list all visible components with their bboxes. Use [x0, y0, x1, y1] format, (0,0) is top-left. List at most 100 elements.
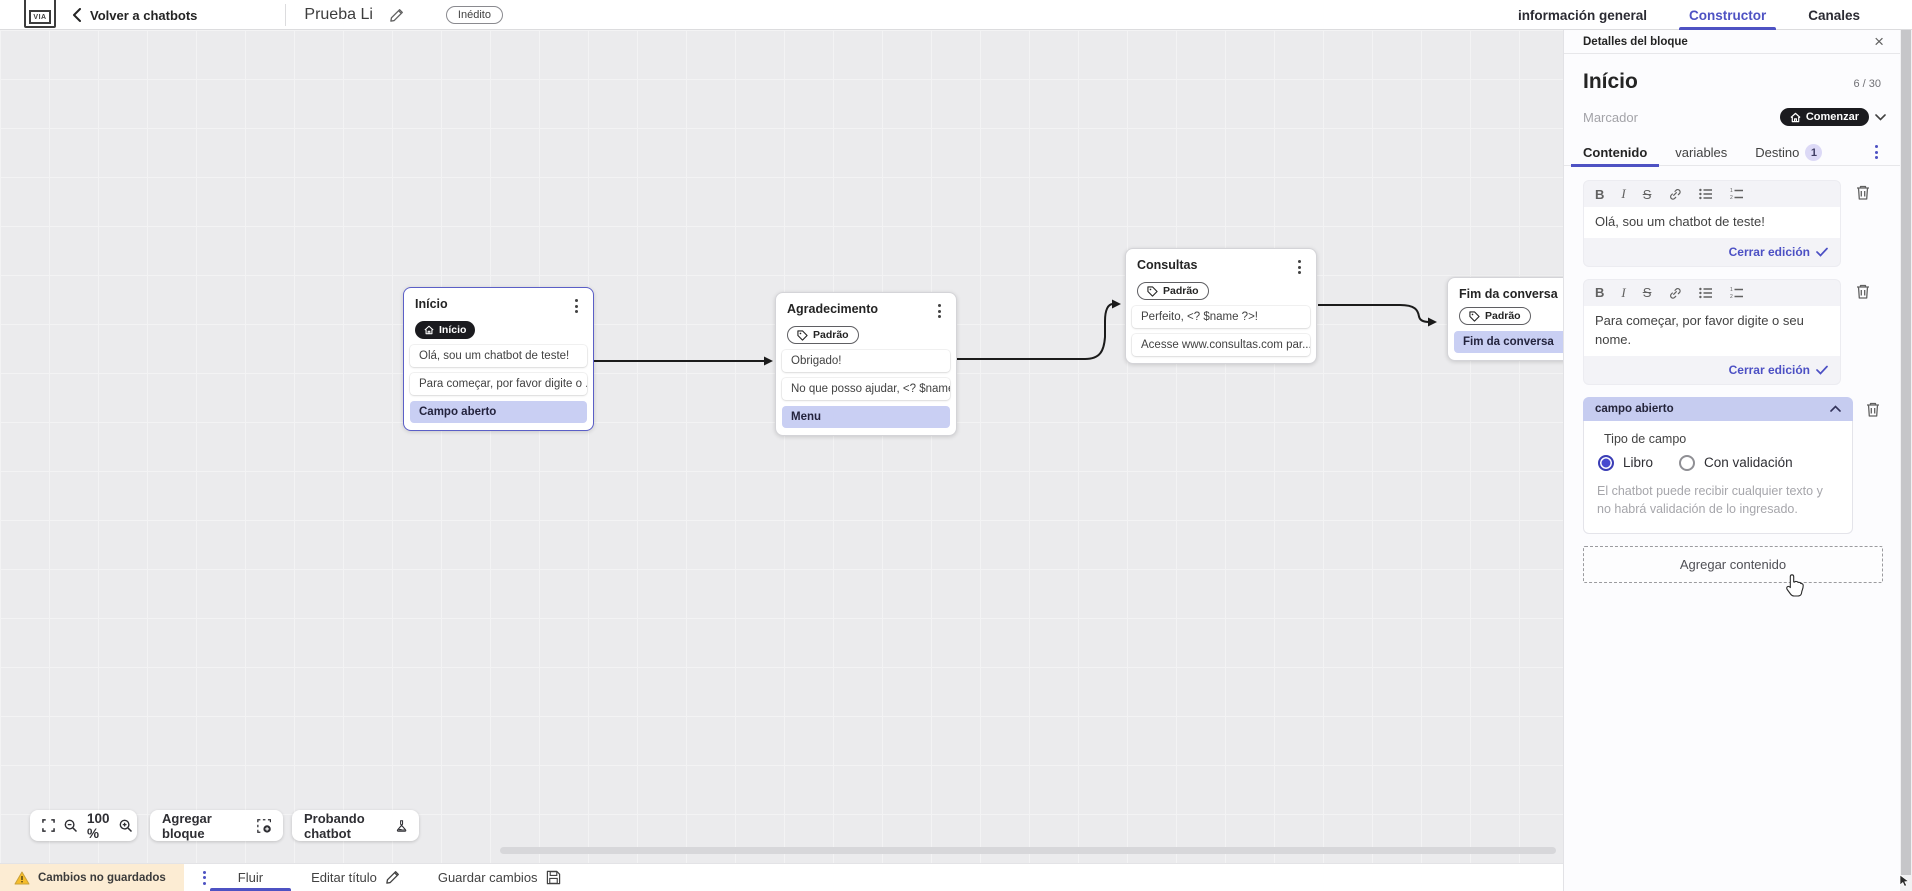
tab-constructor[interactable]: Constructor	[1678, 0, 1777, 30]
bullet-list-button[interactable]	[1699, 188, 1713, 200]
edit-title-button[interactable]: Editar título	[311, 870, 400, 885]
page-vertical-scrollbar[interactable]	[1900, 30, 1912, 891]
message-text-field[interactable]: Olá, sou um chatbot de teste!	[1584, 207, 1840, 238]
svg-text:1: 1	[1730, 188, 1733, 194]
bold-button[interactable]: B	[1595, 186, 1605, 202]
svg-text:1: 1	[1730, 287, 1733, 293]
flow-node-fim-da-conversa[interactable]: Fim da conversa Padrão Fim da conversa	[1447, 277, 1563, 361]
unsaved-changes-banner: Cambios no guardados	[0, 864, 184, 891]
tab-canales[interactable]: Canales	[1808, 7, 1860, 23]
node-content-card[interactable]: Para começar, por favor digite o ...	[410, 373, 587, 395]
flow-tab-menu-button[interactable]	[199, 869, 210, 887]
close-edit-button[interactable]: Cerrar edición	[1584, 238, 1840, 266]
add-block-button[interactable]: Agregar bloque	[150, 810, 283, 841]
add-block-label: Agregar bloque	[162, 810, 212, 841]
flow-connectors	[594, 299, 1437, 366]
flask-icon	[396, 819, 407, 832]
marker-value-chip[interactable]: Comenzar	[1779, 108, 1869, 126]
node-default-badge: Padrão	[1459, 307, 1531, 325]
chevron-up-icon	[1830, 405, 1841, 412]
node-menu-button[interactable]	[1294, 258, 1305, 276]
add-block-icon	[256, 818, 271, 833]
test-chatbot-button[interactable]: Probando chatbot	[292, 810, 419, 841]
delete-content-button[interactable]	[1855, 283, 1871, 300]
fit-screen-button[interactable]	[42, 819, 55, 832]
add-content-button[interactable]: Agregar contenido	[1583, 545, 1883, 583]
link-button[interactable]	[1668, 286, 1682, 300]
node-menu-button[interactable]	[571, 297, 582, 315]
save-icon	[546, 870, 560, 885]
node-content-card[interactable]: Acesse www.consultas.com par...	[1132, 334, 1310, 356]
radio-option-con-validacion[interactable]: Con validación	[1679, 454, 1793, 471]
edit-title-pencil-icon[interactable]	[389, 8, 404, 23]
node-title: Fim da conversa	[1459, 287, 1558, 301]
zoom-in-icon	[119, 819, 132, 832]
app-logo[interactable]: VIA	[24, 0, 56, 28]
node-content-card[interactable]: No que posso ajudar, <? $name ...	[782, 378, 950, 400]
italic-button[interactable]: I	[1621, 186, 1626, 201]
bullet-list-button[interactable]	[1699, 287, 1713, 299]
trash-icon	[1867, 402, 1879, 417]
bottom-bar: Cambios no guardados Fluir Editar título…	[0, 863, 1563, 891]
scrollbar-thumb[interactable]	[1901, 30, 1911, 875]
flow-canvas[interactable]: Início Início Olá, sou um chatbot de tes…	[0, 30, 1563, 863]
zoom-out-button[interactable]	[64, 819, 78, 833]
delete-open-field-button[interactable]	[1865, 401, 1881, 418]
strikethrough-button[interactable]: S	[1642, 186, 1652, 202]
block-name-input[interactable]: Início	[1583, 70, 1638, 93]
node-open-field-card[interactable]: Campo aberto	[410, 401, 587, 423]
chevron-left-icon	[73, 8, 81, 22]
node-start-badge: Início	[415, 321, 476, 339]
node-content-card[interactable]: Olá, sou um chatbot de teste!	[410, 345, 587, 367]
delete-content-button[interactable]	[1855, 184, 1871, 201]
node-end-card[interactable]: Fim da conversa	[1454, 331, 1563, 353]
field-help-text: El chatbot puede recibir cualquier texto…	[1597, 483, 1823, 516]
bold-button[interactable]: B	[1595, 285, 1605, 301]
tab-variables[interactable]: variables	[1675, 145, 1728, 160]
tab-fluir[interactable]: Fluir	[209, 864, 292, 891]
back-to-chatbots-button[interactable]: Volver a chatbots	[72, 8, 197, 23]
panel-title: Detalles del bloque	[1583, 35, 1688, 48]
tab-destino[interactable]: Destino 1	[1755, 140, 1823, 166]
pencil-icon	[386, 871, 399, 884]
panel-menu-button[interactable]	[1871, 143, 1882, 161]
field-type-label: Tipo de campo	[1604, 431, 1687, 446]
flow-node-agradecimento[interactable]: Agradecimento Padrão Obrigado! No que po…	[775, 292, 957, 436]
flow-node-consultas[interactable]: Consultas Padrão Perfeito, <? $name ?>! …	[1125, 248, 1317, 364]
node-content-card[interactable]: Obrigado!	[782, 350, 950, 372]
radio-option-libro[interactable]: Libro	[1598, 454, 1653, 471]
tab-informacion-general[interactable]: información general	[1517, 7, 1647, 23]
destino-count-badge: 1	[1805, 144, 1823, 161]
message-text-field[interactable]: Para começar, por favor digite o seu nom…	[1584, 305, 1840, 356]
close-panel-button[interactable]: ×	[1874, 32, 1884, 51]
header-divider	[285, 4, 287, 26]
block-details-panel: Detalles del bloque × Início 6 / 30 Marc…	[1563, 30, 1900, 891]
zoom-level: 100 %	[87, 810, 110, 841]
node-title: Consultas	[1137, 258, 1198, 272]
chatbot-title[interactable]: Prueba Li	[304, 6, 373, 23]
open-field-header[interactable]: campo abierto	[1583, 396, 1853, 421]
save-changes-button[interactable]: Guardar cambios	[438, 870, 561, 885]
italic-button[interactable]: I	[1621, 284, 1626, 300]
node-menu-card[interactable]: Menu	[782, 406, 950, 428]
link-button[interactable]	[1668, 187, 1682, 201]
zoom-controls: 100 %	[30, 810, 137, 841]
strikethrough-button[interactable]: S	[1642, 285, 1652, 301]
node-content-card[interactable]: Perfeito, <? $name ?>!	[1132, 306, 1310, 328]
check-icon	[1816, 247, 1828, 257]
tab-contenido[interactable]: Contenido	[1570, 140, 1660, 167]
tag-icon	[797, 329, 808, 341]
zoom-in-button[interactable]	[119, 819, 133, 833]
node-menu-button[interactable]	[934, 302, 945, 320]
canvas-horizontal-scrollbar[interactable]	[500, 847, 1556, 854]
chevron-down-icon[interactable]	[1875, 113, 1886, 121]
flow-node-inicio[interactable]: Início Início Olá, sou um chatbot de tes…	[403, 287, 594, 431]
close-edit-button[interactable]: Cerrar edición	[1584, 356, 1840, 384]
